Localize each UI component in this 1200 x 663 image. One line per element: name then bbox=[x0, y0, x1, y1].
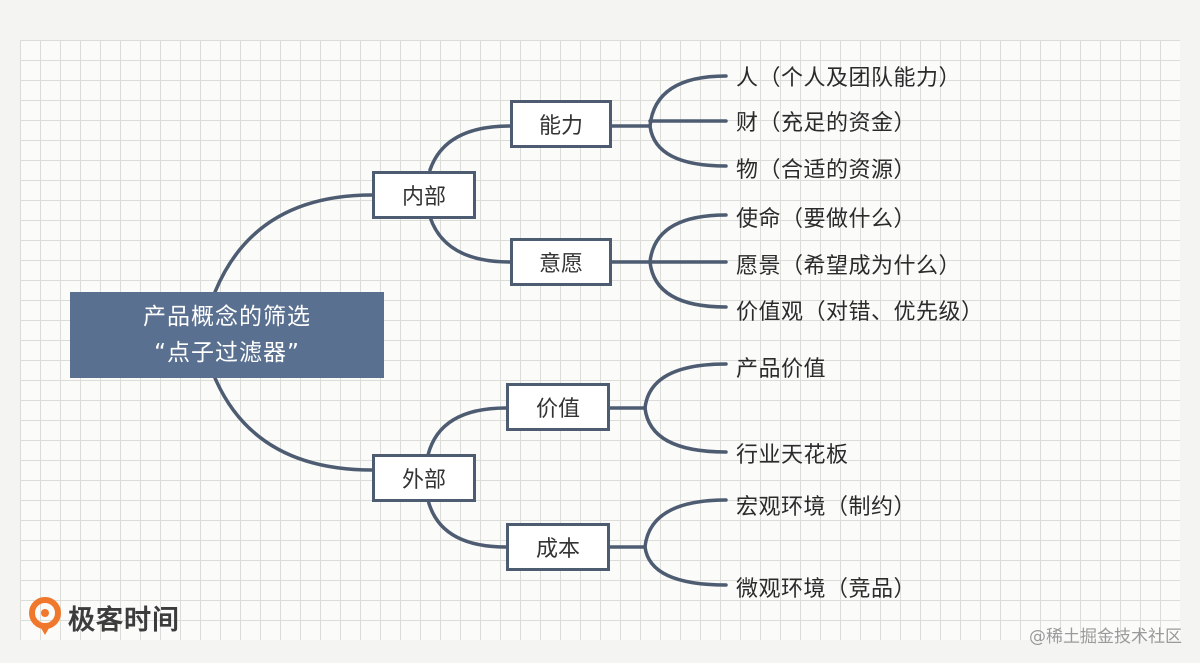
leaf-will-vision: 愿景（希望成为什么） bbox=[736, 254, 962, 279]
connector-value-leaf2 bbox=[643, 406, 728, 454]
leaf-will-mission: 使命（要做什么） bbox=[736, 207, 917, 232]
logo-text: 极客时间 bbox=[68, 604, 180, 636]
leaf-will-values: 价值观（对错、优先级） bbox=[736, 300, 984, 325]
node-will: 意愿 bbox=[510, 238, 612, 286]
connector-outer-value bbox=[426, 406, 508, 457]
leaf-ability-people: 人（个人及团队能力） bbox=[736, 66, 962, 91]
node-cost: 成本 bbox=[506, 523, 610, 571]
leaf-ability-resources: 物（合适的资源） bbox=[736, 158, 917, 183]
root-subtitle: “点子过滤器” bbox=[154, 340, 300, 366]
connector-cost-leaf2 bbox=[643, 545, 728, 587]
node-ability: 能力 bbox=[510, 100, 612, 148]
connector-will-leaf3 bbox=[648, 260, 728, 309]
node-outer: 外部 bbox=[372, 454, 476, 502]
node-value: 价值 bbox=[506, 383, 610, 431]
connector-outer-cost bbox=[426, 498, 508, 549]
leaf-cost-macro: 宏观环境（制约） bbox=[736, 495, 917, 520]
connector-inner-will bbox=[428, 215, 512, 264]
connector-value-leaf1 bbox=[643, 362, 728, 410]
root-node: 产品概念的筛选 “点子过滤器” bbox=[70, 292, 384, 378]
geektime-logo-icon bbox=[29, 597, 61, 635]
connector-ability-leaf1 bbox=[648, 74, 728, 128]
leaf-value-product: 产品价值 bbox=[736, 357, 827, 382]
leaf-cost-micro: 微观环境（竞品） bbox=[736, 577, 917, 602]
connector-inner-ability bbox=[428, 124, 512, 172]
leaf-value-ceiling: 行业天花板 bbox=[736, 443, 849, 468]
node-inner: 内部 bbox=[372, 171, 476, 219]
connector-ability-leaf3 bbox=[648, 124, 728, 168]
leaf-ability-money: 财（充足的资金） bbox=[736, 111, 917, 136]
watermark: @稀土掘金技术社区 bbox=[1029, 627, 1182, 647]
connector-will-leaf1 bbox=[648, 213, 728, 264]
connector-root-outer bbox=[213, 376, 374, 472]
root-title: 产品概念的筛选 bbox=[143, 304, 311, 330]
connector-cost-leaf1 bbox=[643, 498, 728, 549]
geektime-logo: 极客时间 bbox=[28, 597, 180, 637]
connector-root-inner bbox=[213, 193, 374, 294]
